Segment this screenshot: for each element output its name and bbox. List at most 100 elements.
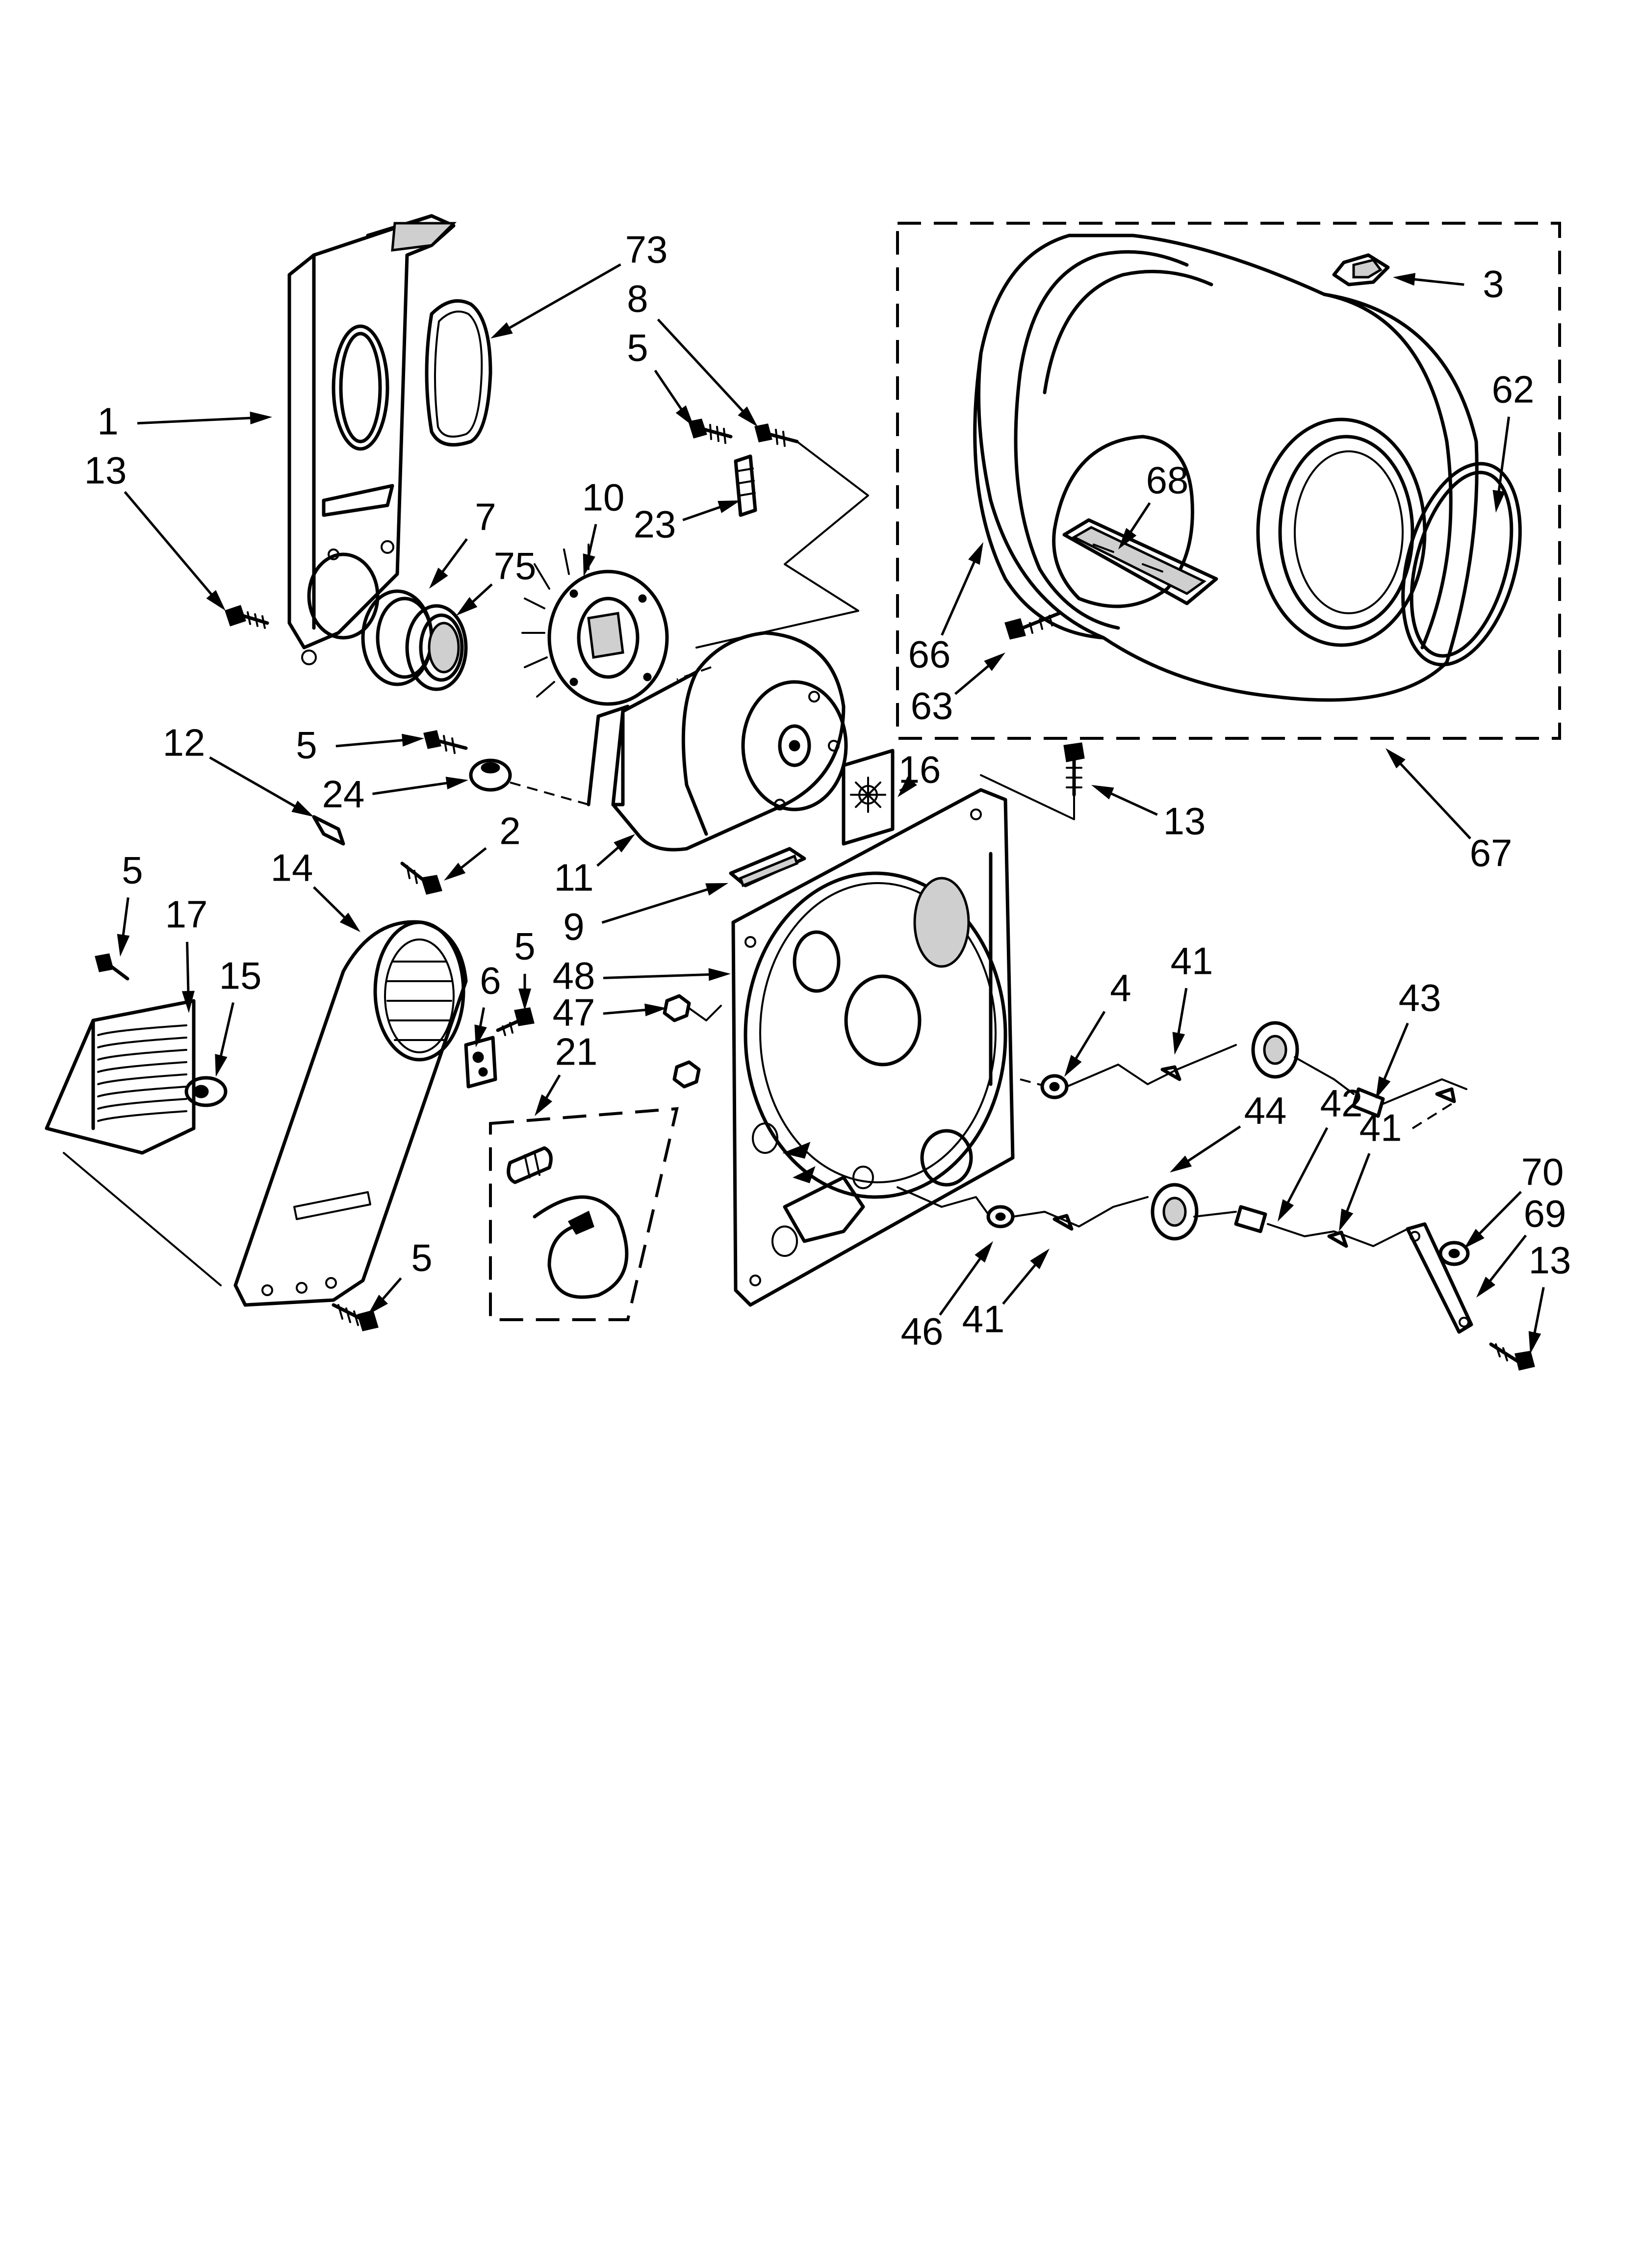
callout-label-c47: 47: [553, 991, 595, 1034]
callout-arrowhead-c10: [583, 553, 595, 576]
sensor-16-part: [842, 749, 895, 846]
thermostat-24-part: [423, 730, 589, 806]
callout-c16: 16: [898, 748, 941, 797]
callout-leader-c47: [603, 1008, 653, 1015]
clip-12-part: [312, 815, 442, 895]
callout-arrowhead-c21: [535, 1094, 553, 1116]
callout-label-c75: 75: [494, 545, 537, 588]
callout-label-c13a: 13: [84, 449, 127, 492]
callout-label-c23: 23: [634, 503, 676, 546]
callout-leader-c8: [657, 318, 749, 417]
callout-label-c63: 63: [911, 684, 953, 728]
callout-arrowhead-c62: [1492, 490, 1506, 513]
callout-leader-c3: [1407, 277, 1464, 286]
callout-label-c69: 69: [1524, 1192, 1566, 1235]
callout-arrowhead-c75: [456, 597, 478, 616]
sensor-15-part: [184, 1076, 228, 1107]
callout-c7: 7: [429, 495, 496, 589]
callout-arrowhead-c24: [445, 777, 468, 789]
callout-arrowhead-c11: [614, 834, 635, 853]
callout-label-c5b: 5: [296, 724, 317, 767]
callout-c44: 44: [1170, 1089, 1286, 1173]
callout-label-c68: 68: [1146, 459, 1189, 502]
callout-label-c8: 8: [627, 277, 648, 320]
callout-arrowhead-c42: [1278, 1199, 1294, 1222]
nuts-47-part: [663, 994, 722, 1089]
callout-arrowhead-c5d: [518, 989, 531, 1011]
callout-arrowhead-c48: [708, 968, 731, 981]
drum-seal-62-part: [1401, 462, 1522, 667]
callout-label-c46: 46: [901, 1310, 944, 1353]
callout-c5d: 5: [514, 925, 536, 1011]
callout-arrowhead-c8: [738, 406, 758, 427]
callout-label-c6: 6: [480, 959, 501, 1002]
callout-label-c41b: 41: [1360, 1106, 1402, 1149]
callout-leader-c41b: [1343, 1153, 1371, 1219]
callout-arrowhead-c15: [215, 1054, 228, 1077]
callout-c14: 14: [271, 846, 360, 932]
callout-arrowhead-c63: [984, 652, 1005, 671]
callout-label-c24: 24: [322, 773, 365, 816]
callout-c42: 42: [1278, 1082, 1362, 1222]
callout-label-c2: 2: [499, 809, 520, 853]
callout-leader-c5a: [654, 369, 687, 416]
callout-arrowhead-c41c: [1030, 1249, 1050, 1270]
callout-label-c41a: 41: [1171, 939, 1213, 983]
callout-c1: 1: [97, 400, 272, 443]
callout-arrowhead-c9: [705, 883, 728, 896]
callout-arrowhead-c3: [1393, 273, 1416, 286]
callout-arrowhead-c68: [1118, 528, 1137, 549]
callout-leader-c1: [137, 416, 258, 425]
callout-leader-c13c: [1532, 1287, 1545, 1340]
callout-arrowhead-c67: [1385, 748, 1406, 769]
wire-harness-part: [695, 441, 869, 649]
callout-arrowhead-c5a: [675, 405, 694, 427]
callout-c24: 24: [322, 773, 468, 816]
callout-leader-c62: [1496, 417, 1510, 498]
callout-label-c43: 43: [1399, 976, 1441, 1019]
callout-leader-c7: [437, 538, 468, 578]
callout-label-c5e: 5: [411, 1236, 432, 1279]
callout-arrowhead-c7: [429, 567, 448, 589]
callout-c15: 15: [215, 954, 261, 1077]
callout-c6: 6: [474, 959, 501, 1047]
callout-arrowhead-c43: [1376, 1076, 1391, 1099]
callout-label-c11: 11: [554, 856, 594, 899]
callout-leader-c24: [372, 781, 454, 795]
callout-leader-c66: [941, 555, 978, 636]
callout-arrowhead-c5b: [402, 733, 424, 747]
wire-kit-21-part: [489, 1107, 679, 1321]
callout-label-c13b: 13: [1163, 800, 1206, 843]
callout-c9: 9: [563, 883, 728, 948]
callout-leader-c69: [1485, 1234, 1527, 1287]
seal-rings-part: [361, 589, 468, 691]
gasket-73-part: [425, 299, 492, 447]
callout-label-c12: 12: [163, 721, 205, 764]
callout-label-c21: 21: [555, 1030, 598, 1073]
callout-label-c42: 42: [1320, 1082, 1363, 1125]
callout-arrowhead-c17: [181, 991, 195, 1013]
callout-c12: 12: [163, 721, 314, 817]
callout-leader-c41a: [1176, 988, 1188, 1041]
callout-label-c9: 9: [563, 905, 584, 948]
callout-label-c62: 62: [1492, 368, 1535, 411]
drum-part: [973, 234, 1479, 702]
callout-c13b: 13: [1091, 785, 1206, 843]
callout-arrowhead-c73: [490, 322, 513, 339]
callout-arrowhead-c6: [474, 1024, 487, 1047]
callout-c66: 66: [908, 542, 983, 676]
callout-arrowhead-c70: [1464, 1228, 1485, 1249]
callout-c73: 73: [490, 228, 667, 339]
heater-17-part: [45, 953, 222, 1286]
channel-9-part: [729, 847, 806, 887]
callout-arrowhead-c46: [975, 1241, 993, 1263]
callout-arrowhead-c12: [291, 800, 314, 817]
callout-arrowhead-c5c: [117, 934, 130, 957]
screw-5-bottom-part: [332, 1303, 379, 1331]
callout-arrowhead-c23: [718, 500, 741, 513]
callout-label-c10: 10: [582, 476, 625, 519]
callout-arrowhead-c41a: [1172, 1032, 1185, 1055]
callout-label-c44: 44: [1244, 1089, 1287, 1132]
callout-label-c48: 48: [553, 954, 595, 997]
callout-arrowhead-c16: [898, 776, 917, 797]
